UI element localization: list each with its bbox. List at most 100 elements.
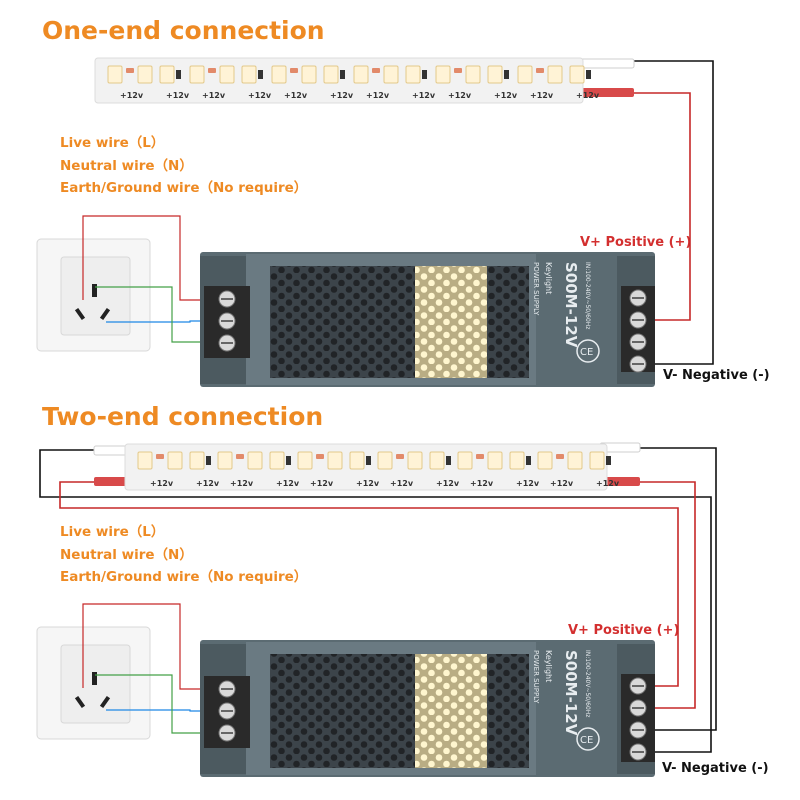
led-chip xyxy=(405,65,421,84)
red-wire-lead xyxy=(578,88,634,97)
led-chip xyxy=(189,451,205,470)
strip-voltage-label: +12v xyxy=(120,91,144,100)
live-wire xyxy=(82,215,205,301)
screw-terminal-icon xyxy=(204,286,250,358)
earth-wire-label: Earth/Ground wire（No require） xyxy=(60,569,308,585)
panel2-wire-labels: Live wire（L） Neutral wire（N） Earth/Groun… xyxy=(60,521,307,589)
resistor xyxy=(258,70,263,79)
solder-pad xyxy=(156,454,164,459)
neutral-wire xyxy=(106,709,205,712)
led-chip xyxy=(217,451,233,470)
strip-voltage-label: +12v xyxy=(276,479,300,488)
led-chip xyxy=(167,451,183,470)
led-strip: +12v+12v+12v+12v+12v+12v+12v+12v+12v+12v… xyxy=(94,57,600,104)
panel2-title: Two-end connection xyxy=(42,402,324,431)
neutral-wire-label: Neutral wire（N） xyxy=(60,157,193,174)
led-chip xyxy=(435,65,451,84)
resistor xyxy=(176,70,181,79)
strip-voltage-label: +12v xyxy=(196,479,220,488)
strip-voltage-label: +12v xyxy=(516,479,540,488)
psu-type: POWER SUPPLY xyxy=(532,650,540,704)
screw-terminal-icon xyxy=(204,676,250,748)
strip-voltage-label: +12v xyxy=(248,91,272,100)
strip-voltage-label: +12v xyxy=(366,91,390,100)
wall-socket-icon xyxy=(36,238,151,352)
psu-type: POWER SUPPLY xyxy=(532,262,540,316)
led-chip xyxy=(301,65,317,84)
resistor xyxy=(206,456,211,465)
earth-wire xyxy=(95,286,205,343)
negative-wire-left xyxy=(39,449,712,753)
led-chip xyxy=(429,451,445,470)
resistor xyxy=(446,456,451,465)
screw-terminal-icon xyxy=(621,674,655,762)
live-wire xyxy=(82,603,205,690)
strip-voltage-label: +12v xyxy=(596,479,620,488)
panel1: +12v+12v+12v+12v+12v+12v+12v+12v+12v+12v… xyxy=(36,57,714,387)
led-chip xyxy=(567,451,583,470)
resistor xyxy=(286,456,291,465)
led-chip xyxy=(509,451,525,470)
led-chip xyxy=(353,65,369,84)
neutral-wire-label: Neutral wire（N） xyxy=(60,546,193,563)
strip-voltage-label: +12v xyxy=(330,91,354,100)
solder-pad xyxy=(396,454,404,459)
solder-pad xyxy=(208,68,216,73)
resistor xyxy=(606,456,611,465)
led-chip xyxy=(189,65,205,84)
led-chip xyxy=(137,65,153,84)
led-chip xyxy=(517,65,533,84)
positive-wire-right xyxy=(603,481,696,709)
led-chip xyxy=(297,451,313,470)
panel1-wire-labels: Live wire（L） Neutral wire（N） Earth/Groun… xyxy=(60,132,307,200)
resistor xyxy=(366,456,371,465)
power-supply: S00M-12V Keylight POWER SUPPLY IN:100-24… xyxy=(200,640,655,777)
red-wire-lead xyxy=(94,477,134,486)
led-chip xyxy=(241,65,257,84)
resistor xyxy=(504,70,509,79)
led-chip xyxy=(487,65,503,84)
led-chip xyxy=(487,451,503,470)
strip-voltage-label: +12v xyxy=(550,479,574,488)
led-chip xyxy=(159,65,175,84)
svg-text:CE: CE xyxy=(580,735,593,746)
strip-voltage-label: +12v xyxy=(530,91,554,100)
live-wire-label: Live wire（L） xyxy=(60,524,165,540)
led-chip xyxy=(327,451,343,470)
led-chip xyxy=(547,65,563,84)
negative-wire-right xyxy=(603,447,717,731)
led-strip: +12v +12v +12v +12v +12v +12v +12v +12v +12v +12v… xyxy=(124,443,620,491)
svg-text:CE: CE xyxy=(580,347,593,358)
led-chip xyxy=(465,65,481,84)
led-chip xyxy=(271,65,287,84)
solder-pad xyxy=(536,68,544,73)
strip-voltage-label: +12v xyxy=(470,479,494,488)
power-supply: S00M-12V Keylight POWER SUPPLY IN:100-24… xyxy=(200,252,655,387)
led-chip xyxy=(107,65,123,84)
strip-voltage-label: +12v xyxy=(494,91,518,100)
led-chip xyxy=(457,451,473,470)
red-wire-lead xyxy=(600,477,640,486)
strip-voltage-label: +12v xyxy=(436,479,460,488)
solder-pad xyxy=(372,68,380,73)
solder-pad xyxy=(290,68,298,73)
resistor xyxy=(586,70,591,79)
panel2-positive-label: V+ Positive (+) xyxy=(568,623,680,638)
earth-wire xyxy=(95,674,205,734)
led-chip xyxy=(323,65,339,84)
psu-model: S00M-12V xyxy=(562,262,580,348)
screw-terminal-icon xyxy=(621,286,655,373)
led-chip xyxy=(377,451,393,470)
led-chip xyxy=(269,451,285,470)
psu-model: S00M-12V xyxy=(562,650,580,736)
strip-voltage-label: +12v xyxy=(390,479,414,488)
led-chip xyxy=(407,451,423,470)
panel2: +12v +12v +12v +12v +12v +12v +12v +12v +12v +12v… xyxy=(36,442,717,777)
led-chip xyxy=(383,65,399,84)
psu-brand: Keylight xyxy=(544,650,553,682)
neutral-wire xyxy=(106,320,205,323)
solder-pad xyxy=(126,68,134,73)
led-chip xyxy=(219,65,235,84)
strip-voltage-label: +12v xyxy=(230,479,254,488)
strip-voltage-label: +12v xyxy=(356,479,380,488)
